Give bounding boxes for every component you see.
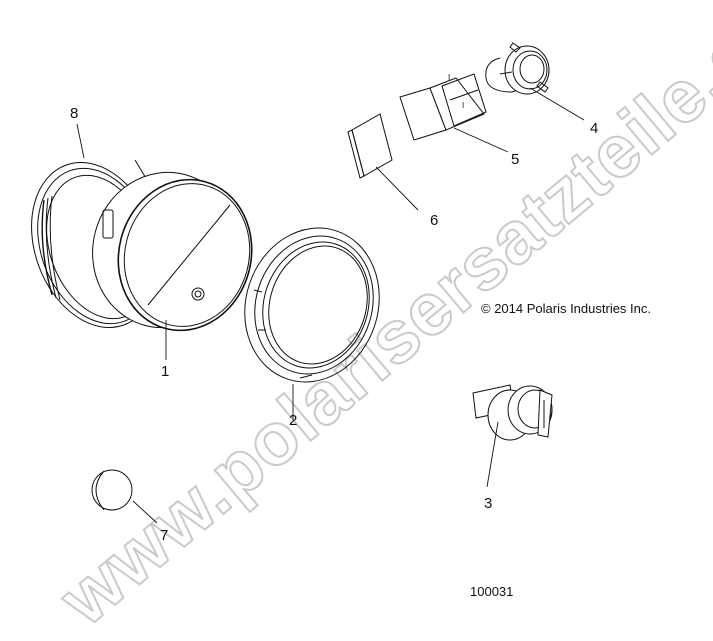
svg-text:I: I	[448, 73, 450, 82]
callout-2: 2	[289, 412, 298, 429]
leader-lines	[76, 87, 585, 524]
callout-3: 3	[484, 495, 493, 512]
svg-text:I: I	[462, 101, 464, 110]
part-3-ignition-switch-icon[interactable]	[472, 384, 553, 441]
part-5-rocker-switch-icon[interactable]: I I	[399, 73, 487, 141]
part-6-switch-plug-icon[interactable]	[347, 113, 393, 179]
callout-1: 1	[161, 363, 170, 380]
callout-5: 5	[511, 151, 520, 168]
part-1-gauge-housing-icon[interactable]	[75, 156, 268, 345]
part-7-plug-cap-icon[interactable]	[91, 469, 133, 511]
parts-diagram: www.polarisersatzteile.de	[31, 0, 713, 641]
callout-4: 4	[590, 120, 599, 137]
callout-7: 7	[160, 527, 169, 544]
part-4-power-socket-icon[interactable]	[485, 42, 550, 95]
part-2-bezel-ring-icon[interactable]	[225, 210, 399, 399]
copyright-notice: © 2014 Polaris Industries Inc.	[481, 301, 651, 316]
diagram-number: 100031	[470, 584, 514, 599]
callout-6: 6	[430, 212, 439, 229]
parts-drawing: I I	[31, 42, 585, 524]
callout-8: 8	[70, 105, 79, 122]
